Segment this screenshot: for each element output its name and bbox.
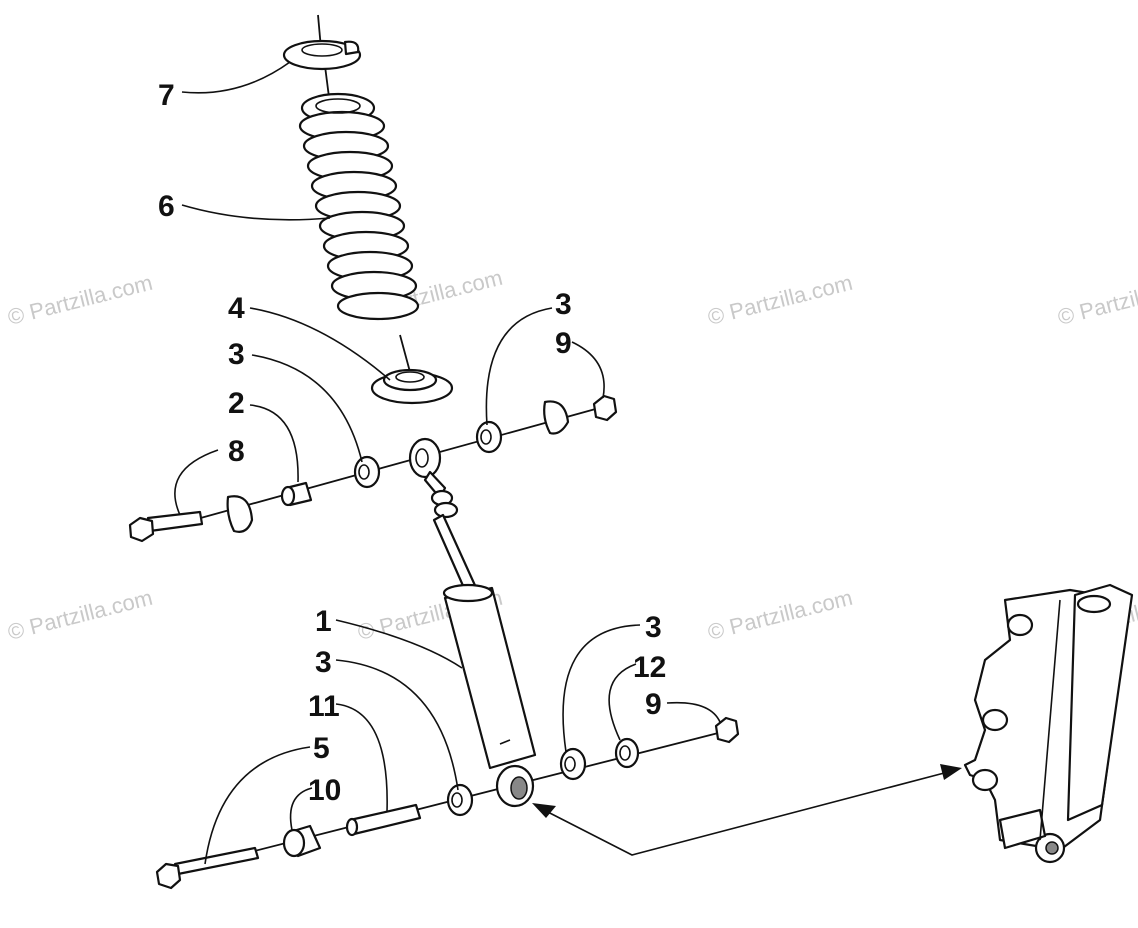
callout-3: 3 bbox=[228, 338, 245, 371]
callout-5: 5 bbox=[313, 732, 330, 765]
callout-12: 12 bbox=[633, 651, 666, 684]
watermark: © Partzilla.com bbox=[1055, 270, 1138, 330]
coil-spring bbox=[298, 92, 420, 321]
spring-seat-lower bbox=[370, 368, 454, 405]
callout-10: 10 bbox=[308, 774, 341, 807]
watermark: © Partzilla.com bbox=[705, 270, 855, 330]
callout-8: 8 bbox=[228, 435, 245, 468]
upper-mount-hardware bbox=[128, 394, 618, 543]
watermarks: © Partzilla.com © Partzilla.com © Partzi… bbox=[5, 265, 1138, 645]
lower-mount-hardware bbox=[155, 716, 740, 890]
callout-3: 3 bbox=[315, 646, 332, 679]
assembly-axes bbox=[167, 14, 731, 874]
mounting-bracket bbox=[963, 583, 1134, 864]
shock-absorber bbox=[408, 437, 537, 808]
callout-6: 6 bbox=[158, 190, 175, 223]
callout-2: 2 bbox=[228, 387, 245, 420]
watermark: © Partzilla.com bbox=[5, 585, 155, 645]
watermark: © Partzilla.com bbox=[705, 585, 855, 645]
callout-9: 9 bbox=[555, 327, 572, 360]
callout-3: 3 bbox=[645, 611, 662, 644]
connection-arrow bbox=[532, 764, 962, 856]
callout-4: 4 bbox=[228, 292, 245, 325]
watermark: © Partzilla.com bbox=[5, 270, 155, 330]
callout-1: 1 bbox=[315, 605, 332, 638]
callout-9: 9 bbox=[645, 688, 662, 721]
callout-11: 11 bbox=[308, 690, 340, 723]
leader-lines bbox=[174, 61, 721, 865]
spring-retainer-top bbox=[282, 39, 362, 71]
callout-7: 7 bbox=[158, 79, 175, 112]
callout-3: 3 bbox=[555, 288, 572, 321]
callout-numbers: 7 6 4 3 2 8 3 9 1 3 11 5 10 3 12 9 bbox=[158, 79, 666, 807]
